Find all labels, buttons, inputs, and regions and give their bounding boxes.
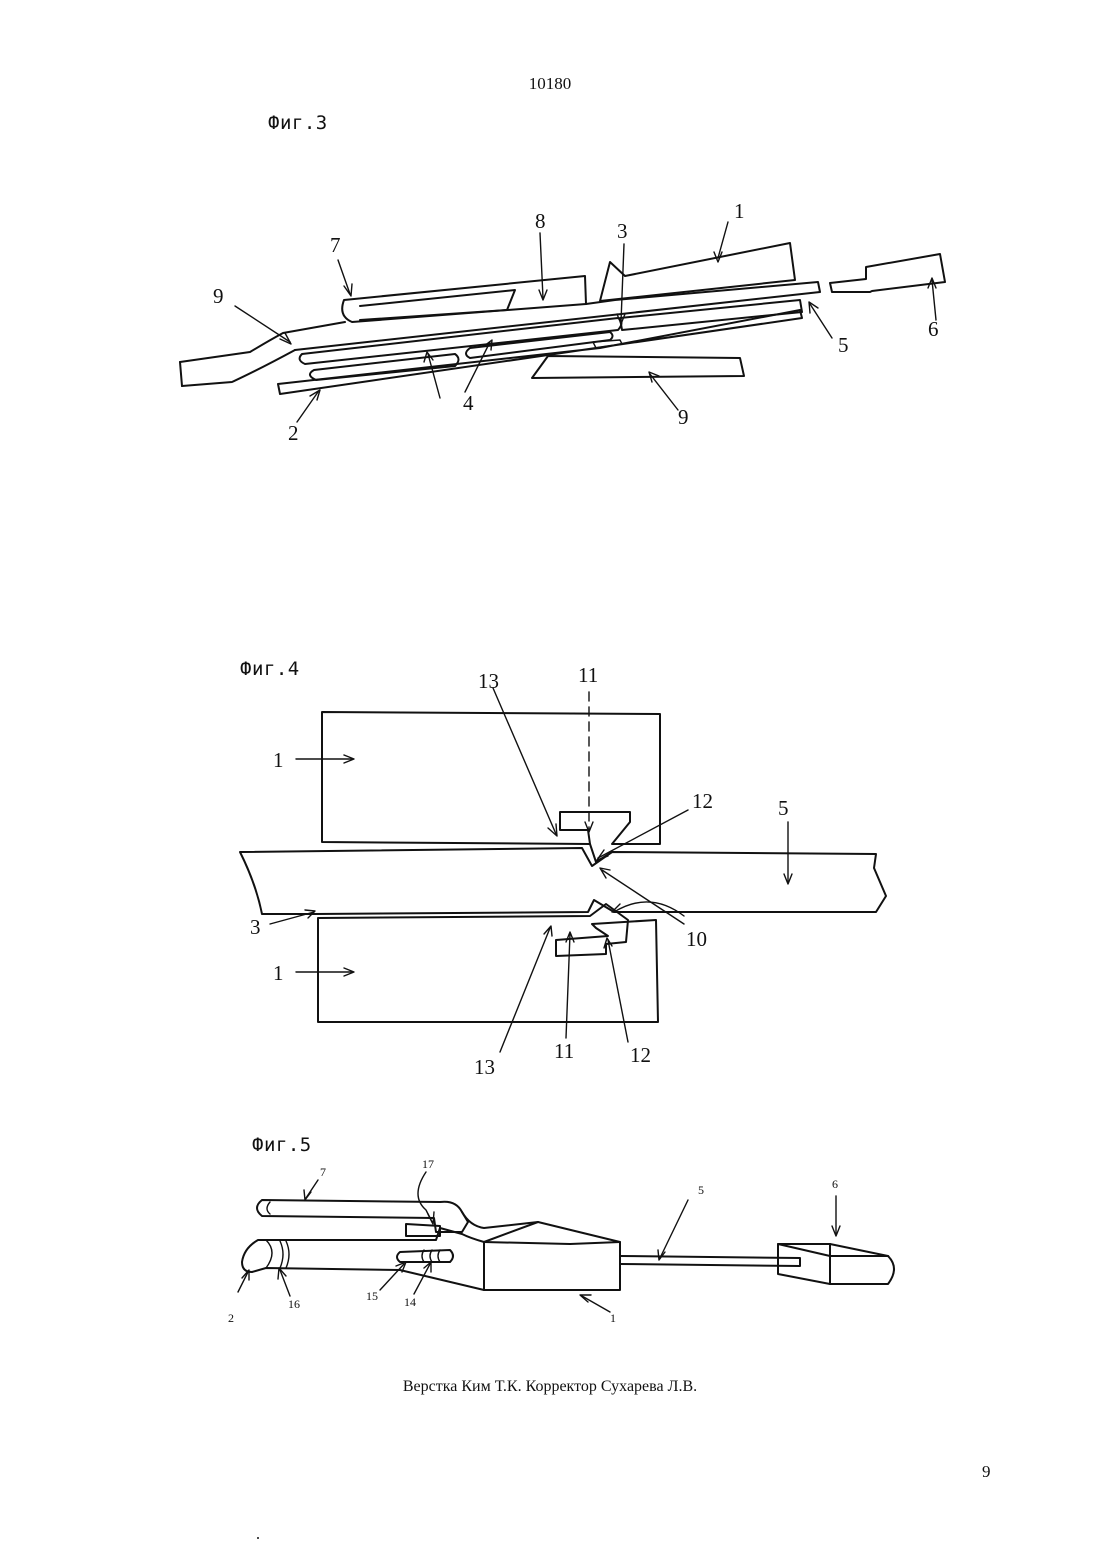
- footer-credits: Верстка Ким Т.К. Корректор Сухарева Л.В.: [0, 1378, 1100, 1396]
- fig5-housing: [484, 1222, 620, 1290]
- fig5-label-5: 5: [698, 1183, 704, 1197]
- fig5-label-16: 16: [288, 1297, 300, 1311]
- fig5-window: [397, 1250, 453, 1262]
- fig5-label-1: 1: [610, 1311, 616, 1325]
- fig5-needle: [620, 1256, 800, 1266]
- fig5-label-2: 2: [228, 1311, 234, 1325]
- fig5-label-6: 6: [832, 1177, 838, 1191]
- fig5-cap: [257, 1200, 468, 1232]
- fig5-cap-6: [778, 1244, 894, 1284]
- page-number: 9: [982, 1462, 991, 1482]
- fig5-label-7: 7: [320, 1165, 326, 1179]
- fig5-label-17: 17: [422, 1157, 434, 1171]
- fig5-label-15: 15: [366, 1289, 378, 1303]
- fig5-tube-body: [242, 1228, 484, 1290]
- fig5-label-14: 14: [404, 1295, 416, 1309]
